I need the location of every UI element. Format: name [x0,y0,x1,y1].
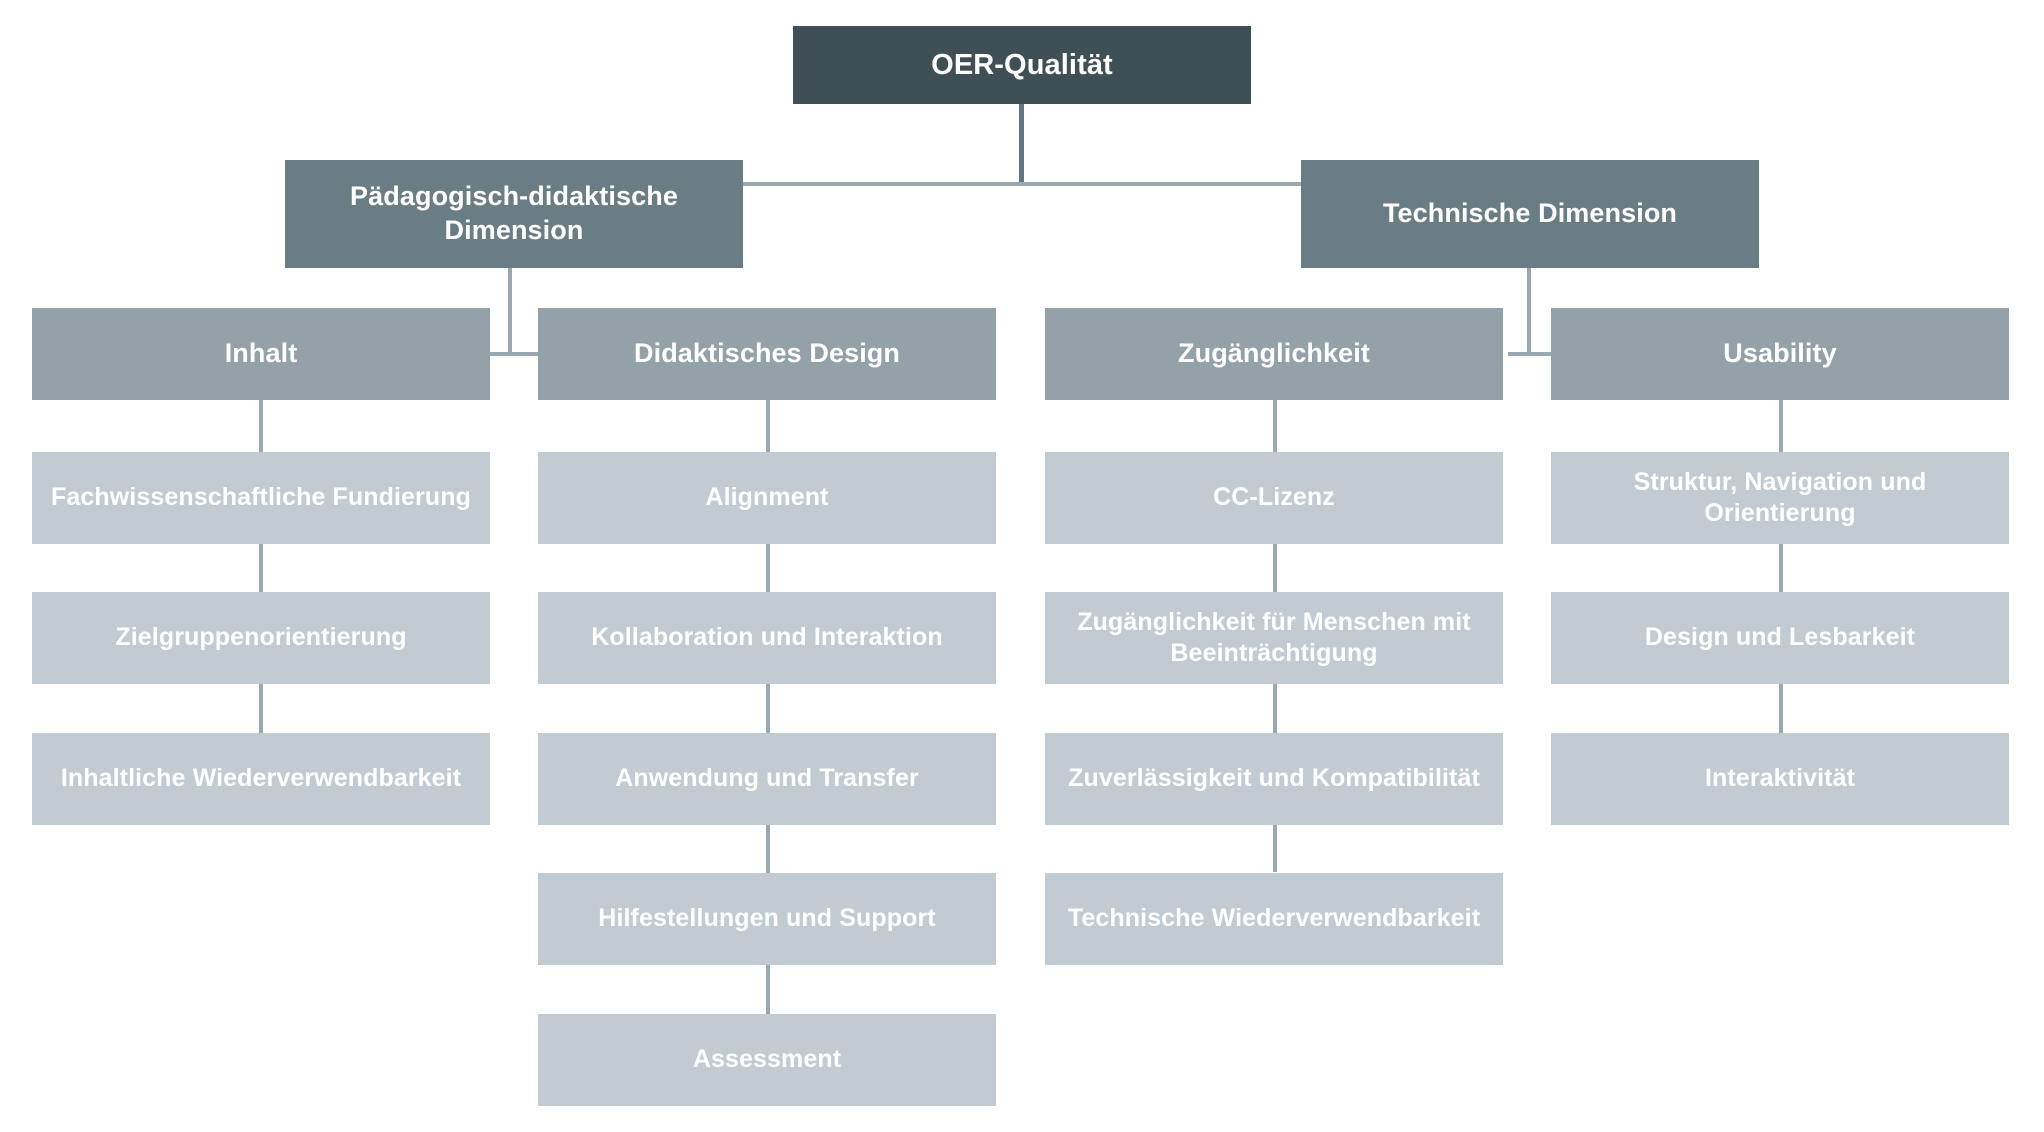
node-assessment[interactable]: Assessment [538,1014,996,1106]
node-interaktivitaet[interactable]: Interaktivität [1551,733,2009,825]
node-zugaenglichkeit-label: Zugänglichkeit [1178,338,1370,369]
node-anwendung-und-transfer[interactable]: Anwendung und Transfer [538,733,996,825]
node-assessment-label: Assessment [692,1045,842,1074]
node-hilfestellungen-und-support-label: Hilfestellungen und Support [598,904,936,933]
node-inhalt[interactable]: Inhalt [32,308,490,400]
connector-root-stem [1019,102,1024,184]
node-cc-lizenz-label: CC-Lizenz [1213,483,1335,512]
node-design-und-lesbarkeit-label: Design und Lesbarkeit [1644,623,1916,652]
connector-pedagogical-children-bus [488,352,540,356]
node-zugaenglichkeit-fuer-menschen-mit-beeintraechtigung-label: Zugänglichkeit für Menschen mit Beeinträ… [1077,607,1471,667]
node-alignment-label: Alignment [705,483,829,512]
node-kollaboration-und-interaktion[interactable]: Kollaboration und Interaktion [538,592,996,684]
connector-pedagogical-stem [508,205,512,355]
node-paedagogisch-didaktische-dimension[interactable]: Pädagogisch-didaktische Dimension [285,160,743,268]
node-zielgruppenorientierung-label: Zielgruppenorientierung [115,623,407,652]
node-alignment[interactable]: Alignment [538,452,996,544]
node-technische-dimension-label: Technische Dimension [1382,198,1678,229]
node-zugaenglichkeit-fuer-menschen-mit-beeintraechtigung[interactable]: Zugänglichkeit für Menschen mit Beeinträ… [1045,592,1503,684]
node-cc-lizenz[interactable]: CC-Lizenz [1045,452,1503,544]
node-kollaboration-und-interaktion-label: Kollaboration und Interaktion [591,623,943,652]
node-oer-qualitaet[interactable]: OER-Qualität [793,26,1251,104]
node-paedagogisch-didaktische-dimension-label: Pädagogisch-didaktische Dimension [350,181,678,245]
node-hilfestellungen-und-support[interactable]: Hilfestellungen und Support [538,873,996,965]
node-technische-wiederverwendbarkeit-label: Technische Wiederverwendbarkeit [1067,904,1481,933]
node-struktur-navigation-und-orientierung[interactable]: Struktur, Navigation und Orientierung [1551,452,2009,544]
node-anwendung-und-transfer-label: Anwendung und Transfer [615,764,919,793]
node-technische-wiederverwendbarkeit[interactable]: Technische Wiederverwendbarkeit [1045,873,1503,965]
node-fachwissenschaftliche-fundierung[interactable]: Fachwissenschaftliche Fundierung [32,452,490,544]
node-zuverlaessigkeit-und-kompatibilitaet[interactable]: Zuverlässigkeit und Kompatibilität [1045,733,1503,825]
node-design-und-lesbarkeit[interactable]: Design und Lesbarkeit [1551,592,2009,684]
node-technische-dimension[interactable]: Technische Dimension [1301,160,1759,268]
node-oer-qualitaet-label: OER-Qualität [931,48,1113,81]
node-fachwissenschaftliche-fundierung-label: Fachwissenschaftliche Fundierung [51,483,471,512]
node-didaktisches-design-label: Didaktisches Design [634,338,900,369]
node-zugaenglichkeit[interactable]: Zugänglichkeit [1045,308,1503,400]
node-usability[interactable]: Usability [1551,308,2009,400]
node-inhaltliche-wiederverwendbarkeit-label: Inhaltliche Wiederverwendbarkeit [60,764,462,793]
connector-dimension-bus [735,182,1310,186]
node-usability-label: Usability [1723,338,1837,369]
node-interaktivitaet-label: Interaktivität [1704,764,1856,793]
node-inhaltliche-wiederverwendbarkeit[interactable]: Inhaltliche Wiederverwendbarkeit [32,733,490,825]
connector-didaktisches-design-spine [766,400,770,1020]
node-struktur-navigation-und-orientierung-label: Struktur, Navigation und Orientierung [1633,467,1927,527]
node-zielgruppenorientierung[interactable]: Zielgruppenorientierung [32,592,490,684]
node-didaktisches-design[interactable]: Didaktisches Design [538,308,996,400]
connector-technical-stem [1527,205,1531,355]
connector-technical-children-bus [1508,352,1560,356]
node-zuverlaessigkeit-und-kompatibilitaet-label: Zuverlässigkeit und Kompatibilität [1068,764,1480,793]
node-inhalt-label: Inhalt [224,338,298,369]
